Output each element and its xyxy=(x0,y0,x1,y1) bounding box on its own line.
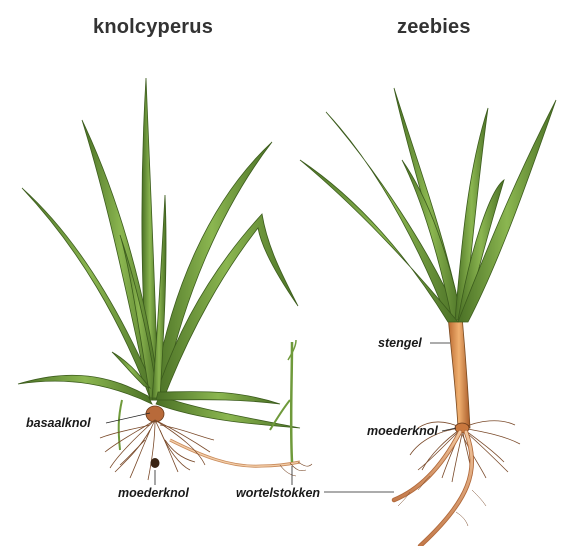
knolcyperus-leaves xyxy=(18,78,300,428)
label-wortelstokken: wortelstokken xyxy=(236,486,320,500)
zeebies-plant xyxy=(300,88,556,546)
label-stengel: stengel xyxy=(378,336,422,350)
label-moederknol-left: moederknol xyxy=(118,486,189,500)
leader-basaalknol xyxy=(106,413,150,423)
label-basaalknol: basaalknol xyxy=(26,416,91,430)
label-moederknol-right: moederknol xyxy=(367,424,438,438)
knolcyperus-roots xyxy=(100,420,214,480)
zeebies-leaves xyxy=(300,88,556,322)
